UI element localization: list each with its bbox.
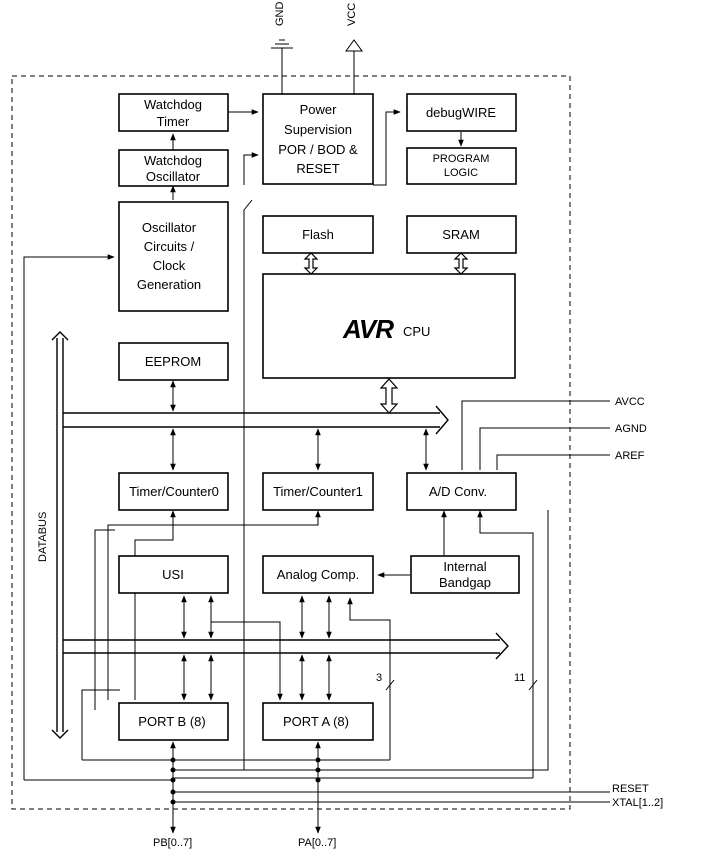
usi-label: USI [162, 567, 184, 582]
debugwire-block: debugWIRE [406, 93, 517, 132]
pa-label: PA[0..7] [298, 837, 336, 849]
eeprom-label: EEPROM [145, 354, 201, 369]
chip-boundary [11, 75, 571, 810]
usi-block: USI [118, 555, 229, 594]
power-line1: Power [300, 102, 338, 117]
aref-label: AREF [615, 450, 645, 462]
program-logic-line1: PROGRAM [433, 153, 490, 165]
program-logic-block: PROGRAM LOGIC [406, 147, 517, 185]
sram-label: SRAM [442, 227, 480, 242]
power-line2: Supervision [284, 122, 352, 137]
vcc-label: VCC [346, 3, 358, 26]
timer0-block: Timer/Counter0 [118, 472, 229, 511]
oscillator-line2: Circuits / [144, 239, 195, 254]
watchdog-oscillator-line1: Watchdog [144, 153, 202, 168]
timer1-label: Timer/Counter1 [273, 484, 363, 499]
port-a-label: PORT A (8) [283, 714, 349, 729]
bandgap-block: Internal Bandgap [410, 555, 520, 594]
watchdog-timer-block: Watchdog Timer [118, 93, 229, 132]
adc-block: A/D Conv. [406, 472, 517, 511]
bandgap-line2: Bandgap [439, 575, 491, 590]
program-logic-line2: LOGIC [444, 167, 478, 179]
power-line3: POR / BOD & [278, 142, 358, 157]
power-supervision-block: Power Supervision POR / BOD & RESET [262, 93, 374, 185]
sram-cpu-link [453, 252, 469, 275]
power-line4: RESET [296, 161, 339, 176]
watchdog-timer-line2: Timer [157, 114, 190, 129]
reset-label: RESET [612, 783, 649, 795]
port-b-label: PORT B (8) [138, 714, 205, 729]
databus-label: DATABUS [37, 512, 49, 562]
oscillator-block: Oscillator Circuits / Clock Generation [118, 201, 229, 312]
flash-label: Flash [302, 227, 334, 242]
watchdog-oscillator-line2: Oscillator [146, 169, 201, 184]
cpu-label: CPU [403, 324, 430, 339]
analog-comp-block: Analog Comp. [262, 555, 374, 594]
oscillator-line3: Clock [153, 258, 186, 273]
avcc-label: AVCC [615, 396, 645, 408]
junction-dots [170, 757, 321, 805]
sram-block: SRAM [406, 215, 517, 254]
flash-block: Flash [262, 215, 374, 254]
upper-bus [63, 405, 449, 435]
bus-width-11: 11 [514, 672, 525, 684]
gnd-symbol [271, 39, 293, 94]
pb-label: PB[0..7] [153, 837, 192, 849]
analog-comp-label: Analog Comp. [277, 567, 359, 582]
lower-bus [63, 632, 509, 660]
avr-logo: AVR [342, 314, 394, 344]
gnd-label: GND [274, 2, 286, 27]
eeprom-block: EEPROM [118, 342, 229, 381]
oscillator-line1: Oscillator [142, 220, 197, 235]
timer1-block: Timer/Counter1 [262, 472, 374, 511]
agnd-label: AGND [615, 423, 647, 435]
cpu-block: AVR CPU [262, 273, 516, 379]
timer0-label: Timer/Counter0 [129, 484, 219, 499]
bus-width-3: 3 [376, 672, 382, 684]
port-a-block: PORT A (8) [262, 702, 374, 741]
port-b-block: PORT B (8) [118, 702, 229, 741]
bandgap-line1: Internal [443, 559, 486, 574]
adc-label: A/D Conv. [429, 484, 487, 499]
watchdog-timer-line1: Watchdog [144, 97, 202, 112]
cpu-bus-link [379, 378, 399, 414]
xtal-label: XTAL[1..2] [612, 797, 663, 809]
flash-cpu-link [303, 252, 319, 275]
watchdog-oscillator-block: Watchdog Oscillator [118, 149, 229, 187]
vcc-symbol [345, 39, 363, 94]
debugwire-label: debugWIRE [426, 105, 496, 120]
oscillator-line4: Generation [137, 277, 201, 292]
databus [51, 331, 69, 739]
